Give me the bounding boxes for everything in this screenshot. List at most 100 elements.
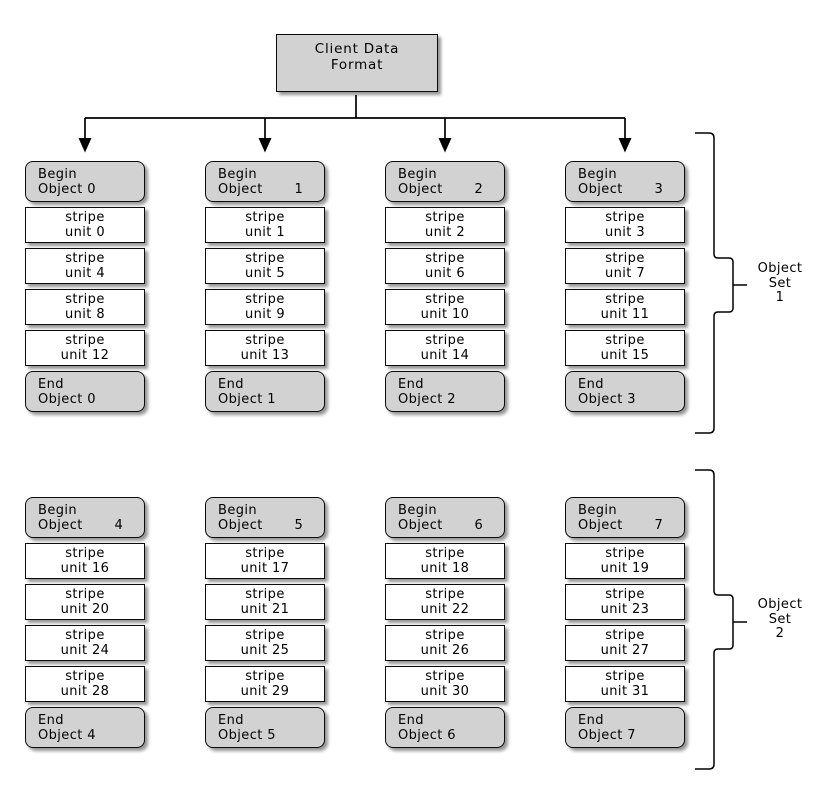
node-text-line: Object 4 [38,727,96,743]
node-text-line: stripe [245,292,285,307]
node-text-line: stripe [245,210,285,225]
node-text-line: unit 22 [420,602,470,617]
node-text-line: Begin [218,502,258,518]
title-line-1: Client Data [314,41,400,57]
node-text-line: unit 3 [605,225,645,240]
node-text-line: unit 21 [240,602,290,617]
node-text-line: Object 7 [578,517,664,533]
node-text-line: unit 15 [600,348,650,363]
node-text-line: unit 17 [240,561,290,576]
node-text-line: stripe [605,628,645,643]
node-text-line: unit 26 [420,643,470,658]
node-text-line: stripe [605,669,645,684]
node-text-line: stripe [605,251,645,266]
node-text-line: End [398,712,424,728]
node-text-line: Begin [38,166,78,182]
node-text-line: stripe [245,333,285,348]
node-text-line: stripe [425,251,465,266]
node-text-line: Object 4 [38,517,124,533]
node-text-line: unit 2 [425,225,465,240]
set-label-line: Set [768,611,792,627]
node-text-line: unit 16 [60,561,110,576]
node-text-line: unit 10 [420,307,470,322]
node-text-line: stripe [245,628,285,643]
node-text-line: Object 2 [398,181,484,197]
node-text-line: End [578,376,604,392]
node-text-line: Object 0 [38,391,96,407]
node-text-line: unit 6 [425,266,465,281]
object-set-2-brace [695,469,747,770]
node-text-line: unit 13 [240,348,290,363]
object-set-1-label: Object Set 1 [741,261,819,306]
node-text-line: End [218,712,244,728]
node-text-line: stripe [425,333,465,348]
node-text-line: unit 12 [60,348,110,363]
node-text-line: unit 25 [240,643,290,658]
node-text-line: End [398,376,424,392]
arrowhead-object-2 [438,138,452,153]
node-text-line: Begin [578,502,618,518]
node-text-line: unit 23 [600,602,650,617]
node-text-line: stripe [65,669,105,684]
node-text-line: End [38,712,64,728]
node-text-line: stripe [245,587,285,602]
arrowhead-object-0 [78,138,92,153]
node-text-line: stripe [65,333,105,348]
node-text-line: Begin [218,166,258,182]
node-text-line: Object 0 [38,181,96,197]
object-set-2-label: Object Set 2 [741,597,819,642]
node-text-line: unit 4 [65,266,105,281]
node-text-line: Object 3 [578,391,636,407]
node-text-line: stripe [65,546,105,561]
node-text-line: unit 11 [600,307,650,322]
node-text-line: End [218,376,244,392]
node-text-line: End [578,712,604,728]
node-text-line: unit 1 [245,225,285,240]
node-text-line: stripe [605,292,645,307]
node-text-line: unit 7 [605,266,645,281]
node-text-line: stripe [425,546,465,561]
node-text-line: unit 9 [245,307,285,322]
node-text-line: stripe [65,210,105,225]
node-text-line: Object 5 [218,517,304,533]
set-label-line: 2 [775,626,785,641]
node-text-line: unit 27 [600,643,650,658]
node-text-line: stripe [605,210,645,225]
title-line-2: Format [330,57,384,73]
node-text-line: Object 6 [398,517,484,533]
node-text-line: stripe [425,587,465,602]
